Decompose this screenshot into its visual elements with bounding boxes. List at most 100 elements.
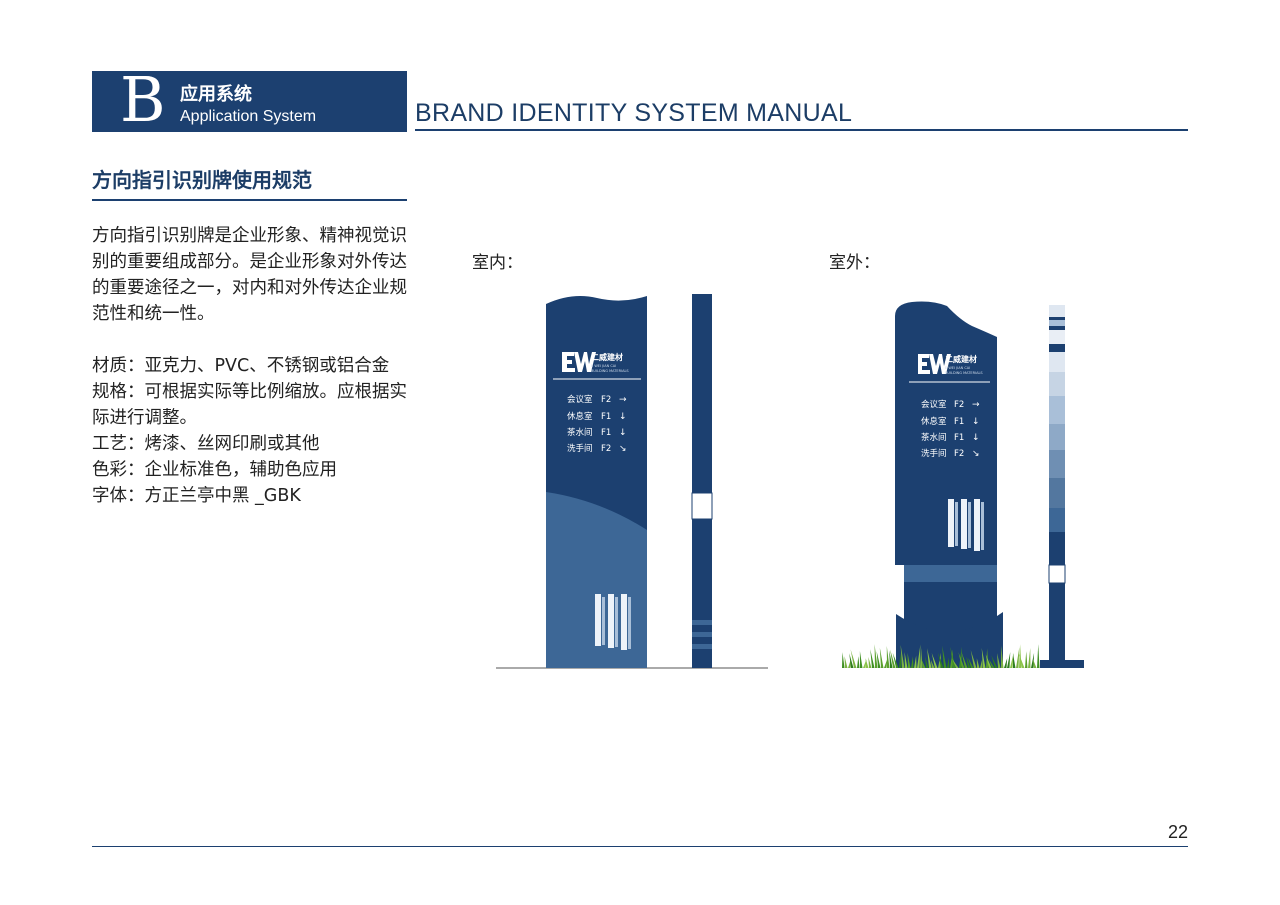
outdoor-sign-neck	[904, 565, 997, 582]
side-gradient-block	[1049, 330, 1065, 344]
indoor-room-name: 休息室	[567, 411, 593, 422]
outdoor-room-name: 会议室	[921, 399, 947, 410]
grass-blade	[879, 647, 884, 668]
outdoor-arrow-icon: ↘	[972, 449, 980, 459]
indoor-side-body	[692, 294, 712, 668]
stripe-bar	[974, 499, 980, 551]
grass-blade	[868, 656, 872, 668]
grass-blade	[938, 652, 941, 668]
logo-w-glyph	[574, 352, 596, 372]
grass-blade	[886, 645, 890, 668]
grass-blade	[976, 658, 980, 668]
outdoor-floor: F2	[954, 400, 964, 410]
outdoor-brand-en-2: BUILDING MATERIALS	[945, 371, 983, 375]
indoor-floor: F2	[601, 444, 611, 454]
indoor-brand-en-1: E WEI JIAN CAI	[591, 364, 616, 368]
grass-blade	[1010, 652, 1014, 668]
grass-blade	[884, 658, 888, 668]
page-title: 方向指引识别牌使用规范	[92, 168, 312, 192]
grass-blade	[997, 652, 1001, 668]
intro-paragraph: 方向指引识别牌是企业形象、精神视觉识别的重要组成部分。是企业形象对外传达的重要途…	[92, 226, 407, 324]
grass-blade	[917, 644, 921, 668]
grass-blade	[889, 650, 893, 668]
grass-graphic	[842, 644, 1040, 668]
grass-blade	[1037, 644, 1040, 668]
grass-blade	[966, 656, 971, 668]
page-number: 22	[1167, 822, 1188, 842]
outdoor-direction-row: 休息室 F1 ↓	[921, 416, 980, 427]
logo-e-glyph	[918, 354, 930, 374]
grass-blade	[844, 656, 848, 668]
grass-blade	[925, 656, 929, 668]
outdoor-brand-en-1: E WEI JIAN CAI	[945, 366, 970, 370]
grass-blade	[970, 650, 977, 668]
grass-blade	[958, 652, 965, 668]
grass-blade	[865, 658, 869, 668]
grass-blade	[980, 659, 983, 668]
grass-blade	[952, 658, 959, 668]
section-name-cn: 应用系统	[180, 84, 252, 105]
spec-craft: 工艺：烤漆、丝网印刷或其他	[92, 434, 320, 454]
indoor-direction-row: 洗手间 F2 ↘	[567, 443, 627, 454]
indoor-label: 室内：	[472, 253, 523, 273]
indoor-arrow-icon: ↓	[619, 412, 627, 422]
header-divider	[415, 129, 1188, 131]
grass-blade	[907, 652, 911, 668]
grass-blade	[890, 649, 896, 668]
outdoor-room-name: 茶水间	[921, 432, 947, 443]
indoor-brand-cn: 二威建材	[591, 352, 623, 362]
stripe-bar	[955, 502, 958, 546]
spec-material: 材质：亚克力、PVC、不锈钢或铝合金	[92, 356, 390, 376]
indoor-arrow-icon: →	[619, 395, 627, 405]
indoor-direction-row: 会议室 F2 →	[567, 394, 627, 405]
grass-blade	[899, 653, 902, 668]
outdoor-sign-side	[1040, 305, 1084, 668]
grass-blade	[850, 649, 857, 668]
side-gradient-block	[1049, 320, 1065, 326]
side-slot	[692, 620, 712, 625]
side-gradient-block	[1049, 352, 1065, 372]
indoor-direction-list: 会议室 F2 → 休息室 F1 ↓ 茶水间 F1 ↓ 洗手间 F2 ↘	[567, 394, 627, 454]
indoor-logo	[562, 352, 596, 372]
outdoor-direction-row: 会议室 F2 →	[921, 399, 980, 410]
grass-blade	[950, 649, 953, 668]
grass-blade	[942, 645, 947, 668]
stripe-bar	[628, 597, 631, 649]
outdoor-floor: F1	[954, 417, 964, 427]
indoor-room-name: 茶水间	[567, 427, 593, 438]
grass-blade	[1031, 652, 1035, 668]
grass-blade	[914, 655, 917, 668]
grass-blade	[904, 652, 908, 668]
grass-blade	[1032, 659, 1037, 668]
outdoor-direction-row: 茶水间 F1 ↓	[921, 432, 980, 443]
indoor-floor: F1	[601, 428, 611, 438]
indoor-room-name: 洗手间	[567, 443, 593, 454]
stripe-bar	[615, 597, 618, 647]
outdoor-side-band	[1048, 564, 1066, 584]
indoor-brand-en-2: BUILDING MATERIALS	[591, 369, 629, 373]
grass-blade	[961, 652, 968, 668]
indoor-direction-row: 茶水间 F1 ↓	[567, 427, 627, 438]
grass-blade	[876, 651, 881, 668]
title-divider	[92, 199, 407, 201]
indoor-side-band	[691, 492, 713, 520]
outdoor-brand-cn: 二威建材	[945, 354, 977, 364]
grass-blade	[1012, 653, 1016, 668]
side-slot	[692, 644, 712, 649]
grass-blade	[857, 656, 860, 668]
outdoor-arrow-icon: ↓	[972, 433, 980, 443]
stripe-bar	[602, 597, 605, 645]
side-gradient-block	[1049, 305, 1065, 317]
grass-blade	[931, 652, 938, 668]
section-name-en: Application System	[180, 108, 317, 125]
grass-blade	[849, 653, 854, 668]
grass-blade	[900, 644, 905, 668]
indoor-sign-front: 二威建材 E WEI JIAN CAI BUILDING MATERIALS 会…	[496, 296, 768, 669]
grass-blade	[1007, 652, 1011, 668]
indoor-stripe-graphic	[595, 594, 631, 650]
grass-blade	[911, 656, 914, 668]
outdoor-label: 室外：	[829, 253, 880, 273]
indoor-floor: F1	[601, 412, 611, 422]
side-gradient-block	[1049, 450, 1065, 478]
grass-blade	[870, 649, 875, 668]
